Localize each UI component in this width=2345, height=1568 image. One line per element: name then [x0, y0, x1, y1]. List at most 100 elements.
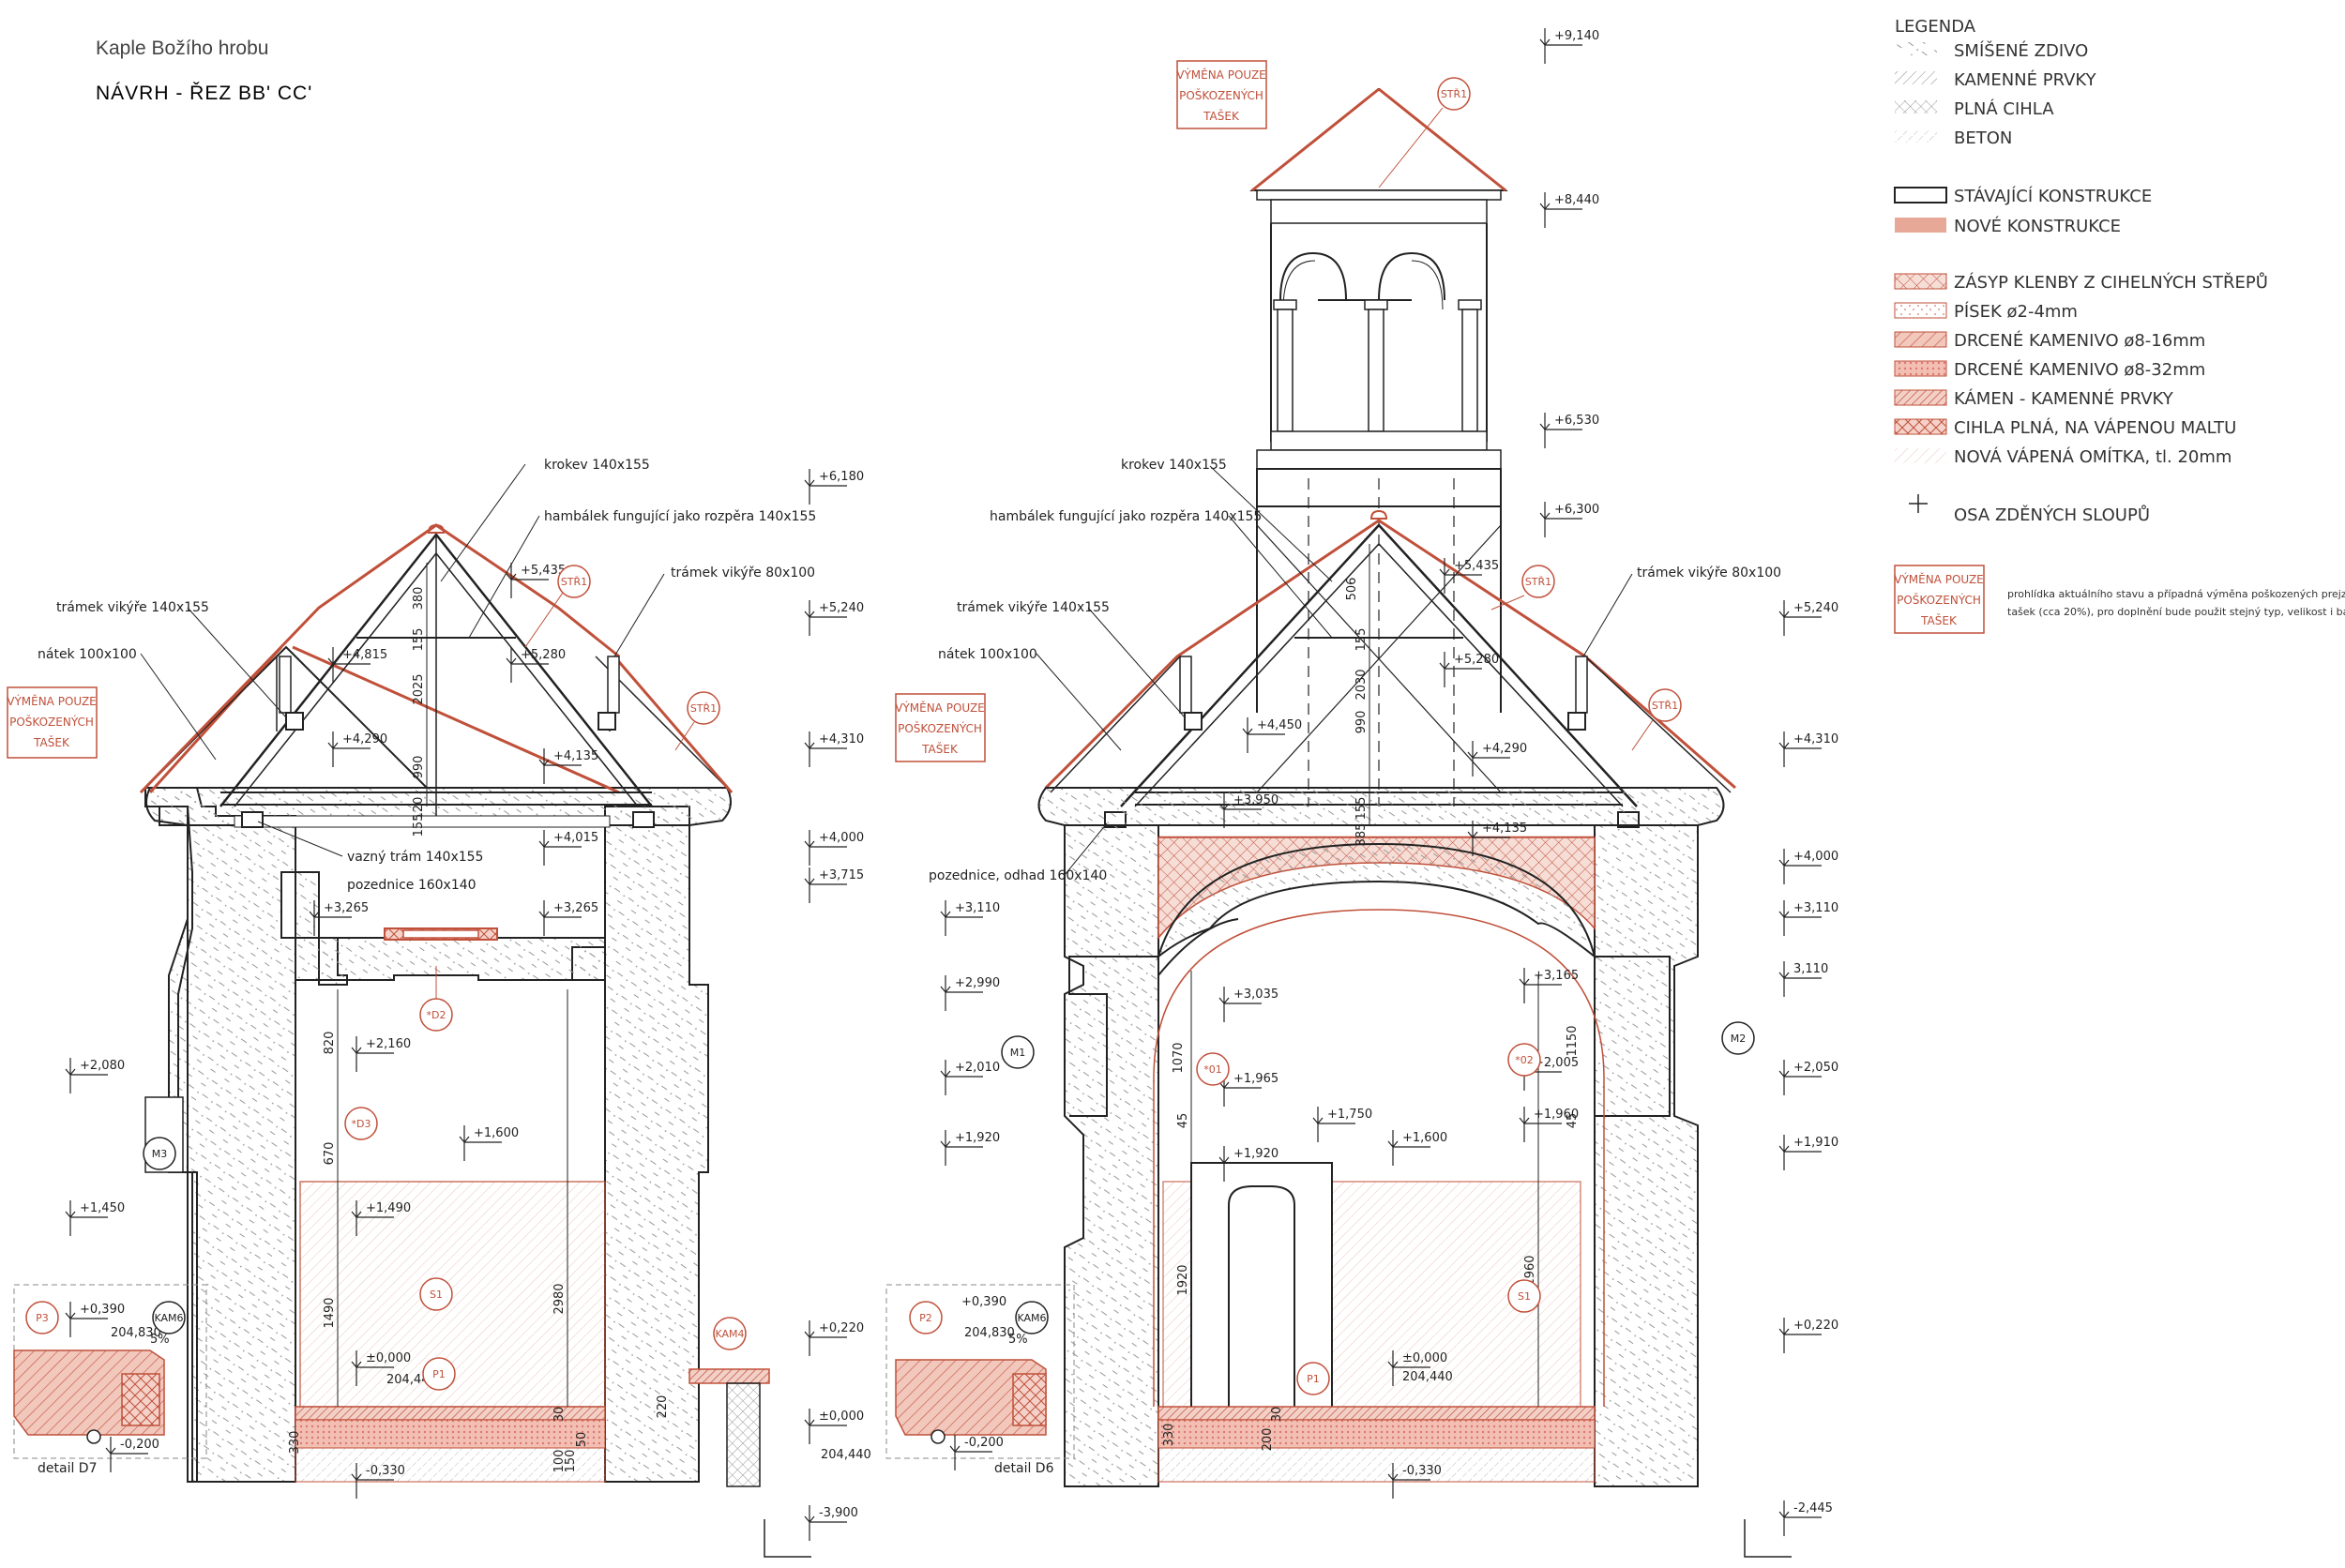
level-marker: -0,200 — [105, 1437, 159, 1472]
level-value: +1,960 — [1534, 1108, 1579, 1122]
level-value: +1,920 — [1233, 1147, 1278, 1161]
dimension-value: 150 — [564, 1450, 578, 1473]
svg-text:P3: P3 — [36, 1312, 49, 1324]
level-value: +5,240 — [1793, 601, 1838, 615]
level-marker: +5,240 — [1778, 600, 1838, 636]
level-value: +0,390 — [961, 1295, 1006, 1309]
level-value: +1,965 — [1233, 1072, 1278, 1086]
level-markers: +6,180+5,240+4,310+4,000+3,715+0,220±0,0… — [65, 28, 1838, 1541]
level-marker: +4,015 — [538, 830, 598, 866]
level-value: +4,015 — [553, 831, 598, 845]
level-value: -2,445 — [1793, 1501, 1833, 1515]
svg-text:*01: *01 — [1203, 1063, 1222, 1076]
dimension-value: 155 — [1354, 797, 1369, 821]
level-marker: +1,965 — [1218, 1071, 1278, 1107]
dimension-value: 1150 — [1566, 1025, 1580, 1056]
element-tag: KAM6 — [152, 1301, 186, 1334]
level-marker: +1,600 — [1387, 1130, 1447, 1166]
level-value: +3,165 — [1534, 969, 1579, 983]
svg-text:KAM6: KAM6 — [1017, 1312, 1046, 1324]
svg-text:*D3: *D3 — [352, 1118, 371, 1130]
legend: LEGENDA SMÍŠENÉ ZDIVO KAMENNÉ PRVKY PLNÁ… — [1894, 17, 2345, 634]
element-tag: *01 — [1196, 1052, 1230, 1086]
legend-item: PLNÁ CIHLA — [1954, 98, 2054, 119]
level-value: +5,280 — [521, 648, 566, 662]
level-value: +4,815 — [342, 648, 387, 662]
level-value: +4,290 — [342, 732, 387, 746]
legend-item: CIHLA PLNÁ, NA VÁPENOU MALTU — [1954, 417, 2236, 438]
cc-label-natek: nátek 100x100 — [938, 647, 1037, 662]
element-tag: P1 — [1296, 1362, 1330, 1395]
level-marker: +3,110 — [940, 900, 1000, 936]
level-value: -0,200 — [120, 1438, 159, 1452]
level-value: -0,200 — [964, 1436, 1004, 1450]
svg-text:P1: P1 — [432, 1368, 446, 1380]
svg-text:STŘ1: STŘ1 — [1525, 576, 1551, 588]
dimension-value: 155 — [1354, 628, 1369, 652]
svg-text:VÝMĚNA POUZE: VÝMĚNA POUZE — [1176, 68, 1266, 82]
legend-title: LEGENDA — [1895, 17, 1976, 37]
level-value: +4,290 — [1482, 742, 1527, 756]
level-marker: ±0,000 — [804, 1409, 864, 1444]
svg-text:5%: 5% — [1008, 1333, 1028, 1347]
svg-text:POŠKOZENÝCH: POŠKOZENÝCH — [1897, 593, 1981, 607]
level-marker: +1,490 — [351, 1200, 411, 1236]
svg-text:STŘ1: STŘ1 — [1441, 88, 1467, 100]
level-marker: +6,300 — [1539, 502, 1599, 537]
cc-label-pozednice: pozednice, odhad 160x140 — [929, 868, 1107, 883]
level-value: +3,110 — [1793, 901, 1838, 915]
level-value: +1,450 — [80, 1201, 125, 1215]
svg-text:POŠKOZENÝCH: POŠKOZENÝCH — [9, 715, 94, 729]
level-value: +4,000 — [1793, 850, 1838, 864]
level-value: +0,220 — [1793, 1319, 1838, 1333]
section-cc: krokev 140x155 hambálek fungující jako r… — [885, 60, 1781, 1487]
legend-item: NOVÉ KONSTRUKCE — [1954, 216, 2121, 236]
level-marker: -3,900 — [804, 1505, 858, 1541]
element-tag: S1 — [1507, 1279, 1541, 1313]
dimension-value: 2030 — [1354, 669, 1369, 700]
element-tag: STŘ1 — [1648, 688, 1682, 722]
dimension-value: 155 — [412, 628, 426, 652]
svg-text:M3: M3 — [152, 1148, 168, 1160]
element-tag: STŘ1 — [1437, 77, 1471, 111]
level-marker: +5,240 — [804, 600, 864, 636]
level-marker: +2,160 — [351, 1036, 411, 1072]
dimension-value: 1920 — [1176, 1264, 1190, 1295]
bb-label-vazny: vazný trám 140x155 — [347, 850, 483, 865]
level-value: ±0,000 — [819, 1410, 864, 1424]
level-value: +5,240 — [819, 601, 864, 615]
level-marker: 3,110 — [1778, 961, 1828, 997]
svg-text:VÝMĚNA POUZE: VÝMĚNA POUZE — [7, 694, 97, 708]
level-marker: +4,000 — [1778, 849, 1838, 884]
level-value: +3,265 — [553, 901, 598, 915]
bb-wall-left-outer — [150, 806, 198, 1483]
level-value: +2,050 — [1793, 1061, 1838, 1075]
level-marker: +3,165 — [1519, 968, 1579, 1003]
level-value: +5,435 — [1454, 559, 1499, 573]
level-marker: -0,330 — [351, 1463, 405, 1499]
level-marker: +5,435 — [506, 563, 566, 598]
svg-text:M2: M2 — [1731, 1033, 1747, 1045]
svg-text:STŘ1: STŘ1 — [690, 702, 717, 715]
level-value: +1,750 — [1327, 1108, 1372, 1122]
svg-text:TAŠEK: TAŠEK — [1920, 613, 1958, 627]
dimension-value: 45 — [1566, 1113, 1580, 1129]
cc-detail-frame — [885, 1284, 1075, 1459]
element-tag: *02 — [1507, 1043, 1541, 1077]
level-marker: +1,920 — [940, 1130, 1000, 1166]
level-marker: +1,910 — [1778, 1135, 1838, 1170]
legend-item: SMÍŠENÉ ZDIVO — [1954, 40, 2088, 61]
cc-wall-left — [1064, 824, 1159, 1487]
level-marker: +4,450 — [1242, 717, 1302, 753]
dimension-value: 1490 — [323, 1297, 337, 1328]
dimension-value: 990 — [412, 756, 426, 779]
level-value: +3,715 — [819, 868, 864, 882]
cc-vault — [1157, 842, 1596, 959]
level-value: +5,280 — [1454, 653, 1499, 667]
element-tag: P3 — [25, 1301, 59, 1334]
level-value: +5,435 — [521, 564, 566, 578]
svg-text:KAM4: KAM4 — [715, 1328, 744, 1340]
level-marker: -2,445 — [1778, 1500, 1833, 1536]
level-marker: +2,010 — [940, 1060, 1000, 1095]
